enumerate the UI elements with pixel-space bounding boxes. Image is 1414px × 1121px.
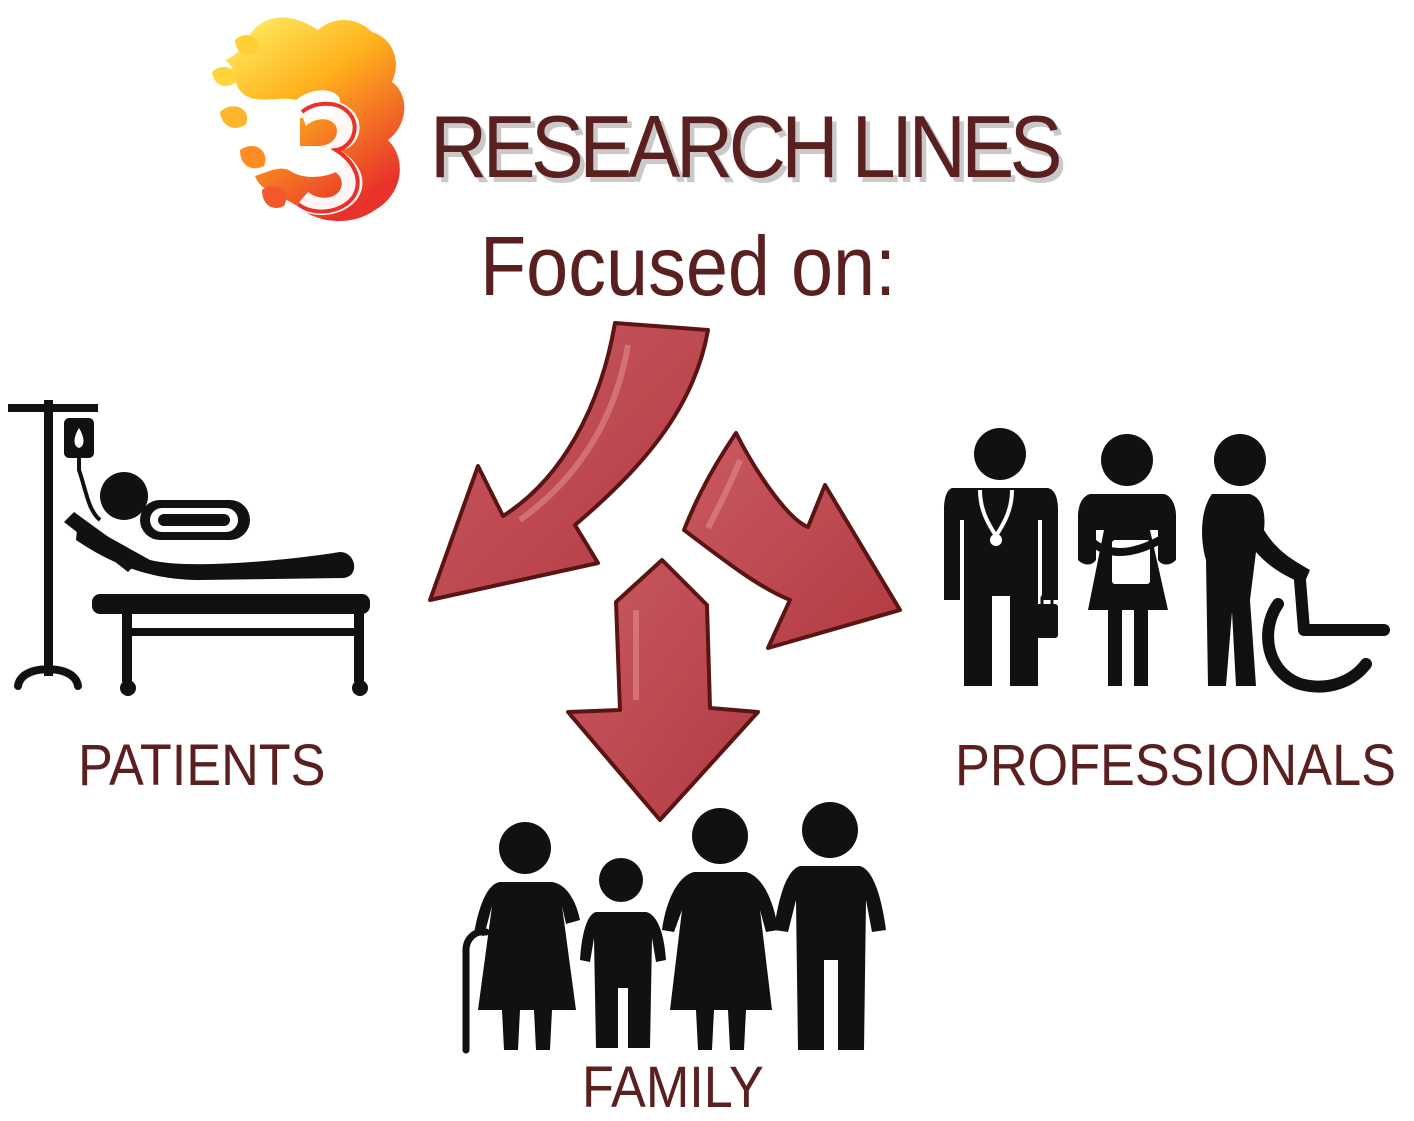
label-patients: PATIENTS bbox=[78, 733, 326, 798]
grandmother-figure bbox=[462, 822, 580, 1054]
mother-figure bbox=[662, 808, 778, 1050]
arrow-to-family bbox=[566, 558, 760, 822]
page-title: RESEARCH LINES bbox=[430, 97, 1062, 196]
subtitle: Focused on: bbox=[480, 219, 897, 313]
arrow-to-patients bbox=[428, 321, 710, 602]
child-figure bbox=[580, 858, 666, 1048]
patient-in-bed-with-iv-icon bbox=[8, 400, 370, 696]
doctor-figure bbox=[944, 428, 1058, 686]
caregiver-figure bbox=[1202, 434, 1390, 693]
three-way-split-arrow-icon bbox=[428, 321, 902, 822]
nurse-figure bbox=[1078, 434, 1176, 686]
label-professionals: PROFESSIONALS bbox=[955, 733, 1396, 798]
family-group-icon bbox=[462, 802, 886, 1054]
father-figure bbox=[774, 802, 886, 1050]
flame-three-logo bbox=[212, 17, 405, 222]
healthcare-professionals-icon bbox=[944, 428, 1390, 693]
arrow-to-professionals bbox=[682, 431, 902, 650]
label-family: FAMILY bbox=[582, 1055, 764, 1120]
